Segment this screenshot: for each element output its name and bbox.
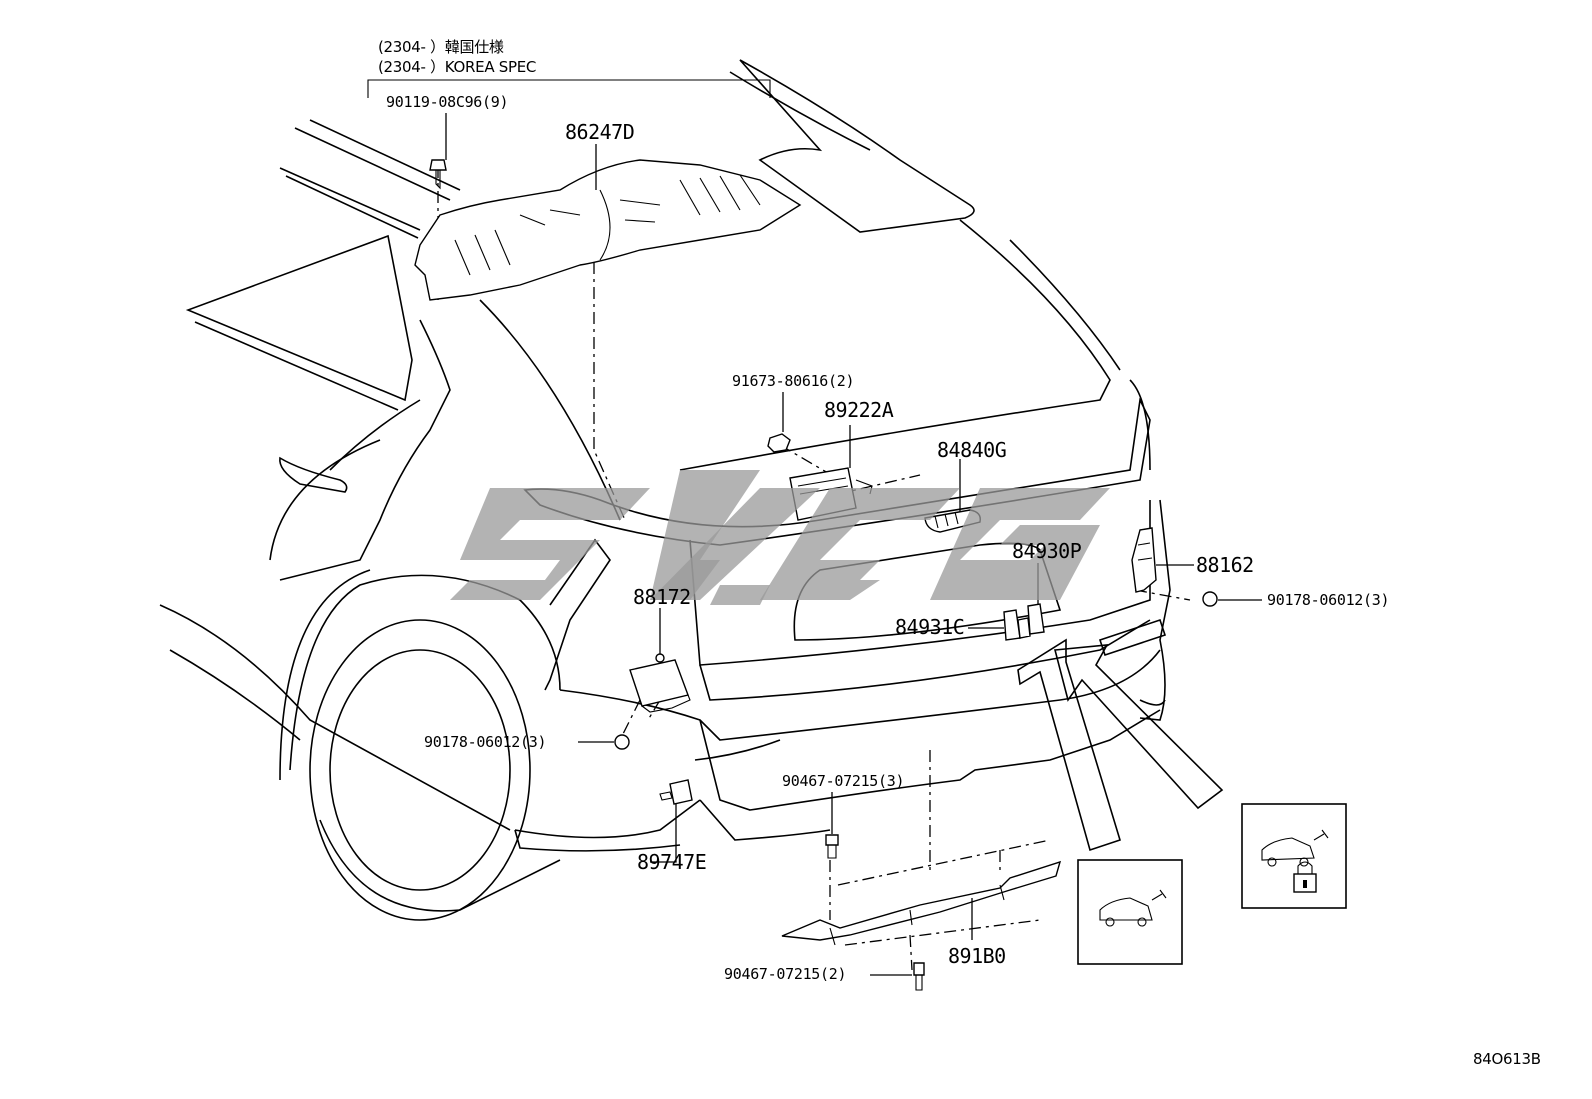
header-line-english: (2304- ）KOREA SPEC (378, 58, 537, 76)
diagram-code: 84O613B (1473, 1050, 1541, 1068)
lock-icon-box (1241, 803, 1347, 909)
callout-891b0: 891B0 (948, 944, 1006, 968)
callout-90467-bottom: 90467-07215(2) (724, 965, 847, 983)
rear-view-icon-box (1077, 859, 1183, 965)
watermark-logo (450, 470, 1110, 605)
callout-90119: 90119-08C96(9) (386, 93, 509, 111)
callout-88172: 88172 (633, 585, 691, 609)
callout-84931c: 84931C (895, 615, 965, 639)
callout-88162: 88162 (1196, 553, 1254, 577)
header-line-japanese: (2304- ）韓国仕様 (378, 38, 504, 56)
callout-90467-top: 90467-07215(3) (782, 772, 905, 790)
callout-84840g: 84840G (937, 438, 1007, 462)
callout-86247d: 86247D (565, 120, 635, 144)
callout-90178-right: 90178-06012(3) (1267, 591, 1390, 609)
callout-91673: 91673-80616(2) (732, 372, 855, 390)
callout-89222a: 89222A (824, 398, 894, 422)
vehicle-lock-icon (1261, 829, 1329, 893)
callout-89747e: 89747E (637, 850, 707, 874)
callout-84930p: 84930P (1012, 539, 1082, 563)
callout-90178-left: 90178-06012(3) (424, 733, 547, 751)
vehicle-rear-icon (1099, 889, 1167, 927)
